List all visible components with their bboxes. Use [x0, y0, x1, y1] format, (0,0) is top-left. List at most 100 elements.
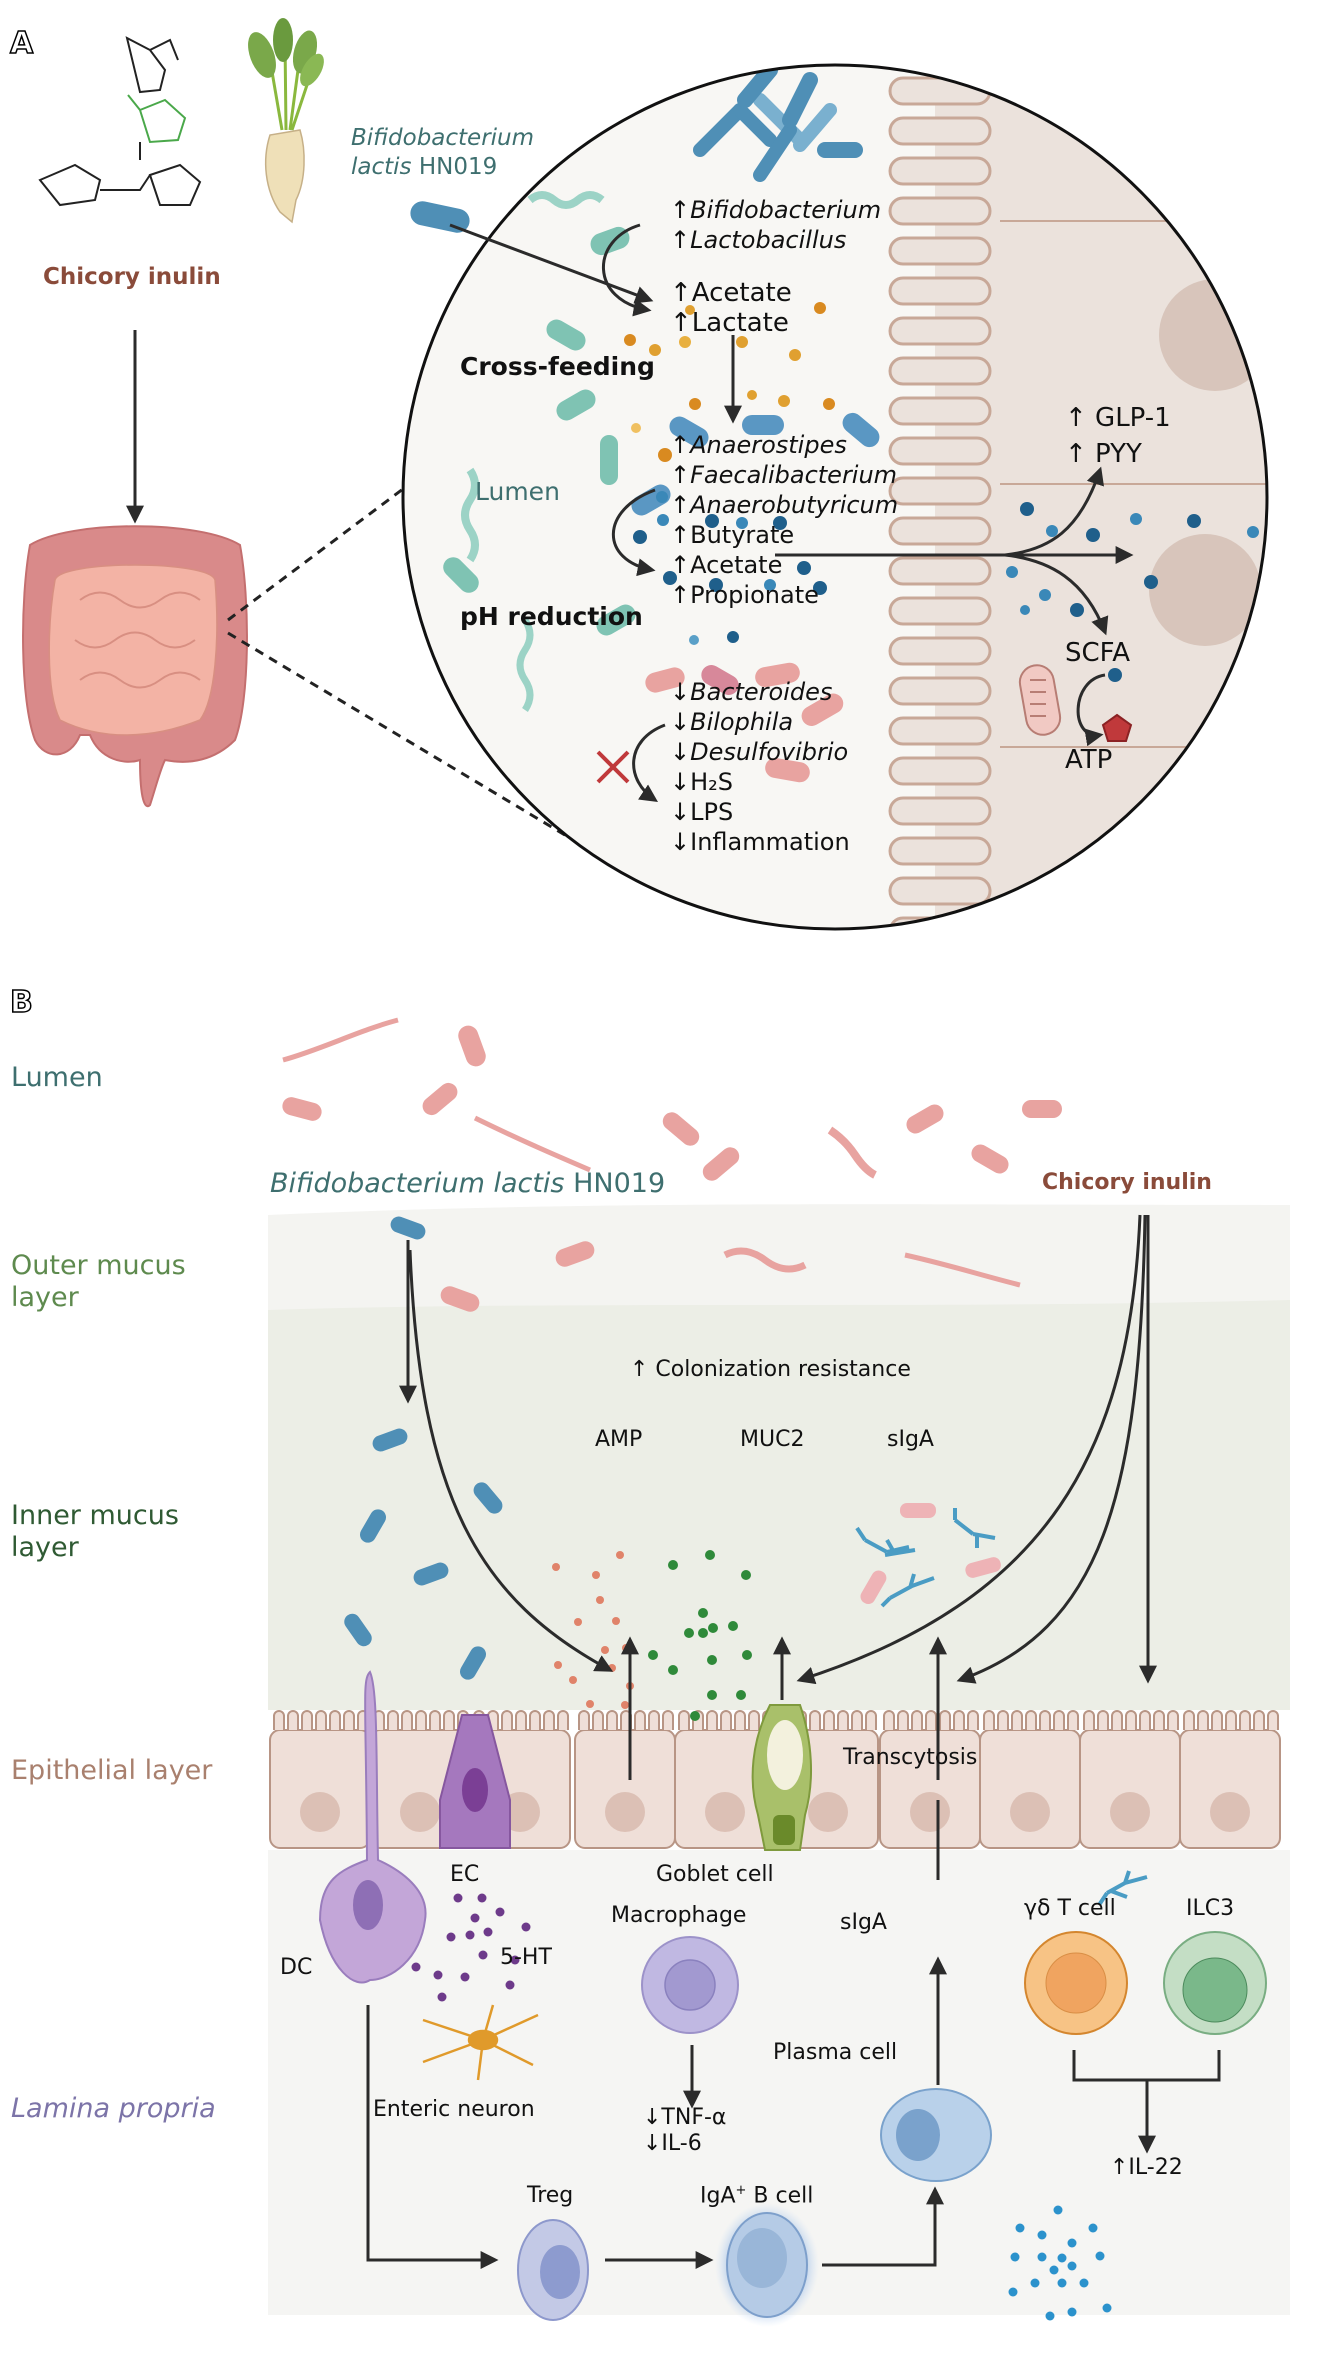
trend-arrow-icon: ↑	[670, 551, 691, 579]
trend-arrow-icon: ↓	[670, 798, 691, 826]
list-item: ↓LPS	[670, 797, 850, 827]
treg-cell-icon	[517, 2219, 589, 2321]
term-label: Acetate	[690, 551, 783, 579]
list-item: ↓H₂S	[670, 767, 850, 797]
term-label: Desulfovibrio	[690, 738, 849, 766]
probiotic-strain-b: HN019	[564, 1168, 666, 1199]
microvillus	[1083, 1710, 1095, 1730]
microvillus	[515, 1710, 527, 1730]
il22-particle	[1037, 2252, 1047, 2262]
villus	[888, 316, 992, 346]
microvillus	[883, 1710, 895, 1730]
serotonin-particle	[453, 1893, 463, 1903]
muc2-particle	[736, 1690, 746, 1700]
il22-particle	[1067, 2238, 1077, 2248]
serotonin-particle	[460, 1972, 470, 1982]
increase-group-2: ↑Acetate↑Lactate	[670, 278, 792, 338]
chicory-root-icon	[248, 18, 324, 224]
trend-arrow-icon: ↓	[670, 678, 691, 706]
list-item: ↓Bilophila	[670, 707, 850, 737]
scfa-label: SCFA	[1065, 638, 1131, 668]
microvillus	[662, 1710, 674, 1730]
term-label: Faecalibacterium	[690, 461, 898, 489]
microvillus	[592, 1710, 604, 1730]
term-label: Bifidobacterium	[690, 196, 882, 224]
microvillus	[678, 1710, 690, 1730]
outer-mucus-line1: Outer mucus	[11, 1250, 186, 1281]
treg-label: Treg	[527, 2183, 574, 2208]
trend-arrow-icon: ↓	[670, 708, 691, 736]
muc2-particle	[684, 1628, 694, 1638]
siga-lp-label: sIgA	[840, 1910, 887, 1935]
microvillus	[429, 1710, 441, 1730]
probiotic-strain: HN019	[411, 154, 498, 180]
villus	[888, 276, 992, 306]
amp-particle	[601, 1646, 609, 1654]
microvillus	[301, 1710, 313, 1730]
microvillus	[315, 1710, 327, 1730]
trend-arrow-icon: ↑	[670, 581, 691, 609]
villus	[888, 476, 992, 506]
amp-particle	[569, 1676, 577, 1684]
panel-a-arrows	[449, 223, 1134, 802]
il22-particle	[1057, 2253, 1067, 2263]
trend-arrow-icon: ↑	[670, 491, 691, 519]
il22-particle	[1045, 2311, 1055, 2321]
serotonin-particle	[505, 1980, 515, 1990]
amp-particle	[621, 1701, 629, 1709]
amp-particle	[552, 1563, 560, 1571]
hormone-list: ↑ GLP-1 ↑ PYY	[1065, 400, 1171, 472]
layer-inner-mucus-label: Inner mucus layer	[11, 1500, 179, 1564]
term-label: Bacteroides	[690, 678, 833, 706]
microvillus	[911, 1710, 923, 1730]
lumen-pathobionts-icons	[282, 1017, 1062, 1312]
serotonin-particle	[433, 1970, 443, 1980]
muc2-particle	[742, 1650, 752, 1660]
probiotic-name-b: Bifidobacterium lactis	[270, 1168, 565, 1199]
inner-mucus-line2: layer	[11, 1532, 79, 1563]
magnified-lumen-circle	[401, 63, 1269, 931]
il22-particle	[1053, 2205, 1063, 2215]
serotonin-particle	[521, 1922, 531, 1932]
intestine-icon	[22, 525, 248, 808]
microvillus	[1125, 1710, 1137, 1730]
tnf-alpha-label: ↓TNF-α	[643, 2105, 727, 2130]
microvillus	[1197, 1710, 1209, 1730]
trend-arrow-icon: ↑	[670, 226, 691, 254]
goblet-cell-label: Goblet cell	[656, 1862, 774, 1887]
panel-b-arrows	[366, 1214, 1221, 2269]
microvillus	[1111, 1710, 1123, 1730]
il22-particle	[1015, 2223, 1025, 2233]
trend-arrow-icon: ↓	[670, 738, 691, 766]
bifidobacterium-cluster-icon	[693, 65, 863, 182]
term-label: Acetate	[691, 278, 792, 308]
il22-label: ↑IL-22	[1110, 2155, 1183, 2180]
term-label: Propionate	[690, 581, 819, 609]
microvillus	[1153, 1710, 1165, 1730]
il22-particle	[1049, 2265, 1059, 2275]
ec-label: EC	[450, 1862, 480, 1887]
serotonin-particles	[411, 1893, 531, 2002]
amp-particle	[616, 1551, 624, 1559]
nucleus	[1010, 1792, 1050, 1832]
trend-arrow-icon: ↑	[670, 308, 692, 338]
serotonin-particle	[470, 1913, 480, 1923]
term-label: LPS	[690, 798, 734, 826]
lumen-label-a: Lumen	[475, 477, 560, 506]
villus	[888, 676, 992, 706]
microvillus	[1025, 1710, 1037, 1730]
villus	[888, 796, 992, 826]
macrophage-label: Macrophage	[611, 1903, 747, 1928]
microvillus	[387, 1710, 399, 1730]
ilc3-label: ILC3	[1186, 1896, 1235, 1921]
list-item: ↑Faecalibacterium	[670, 460, 898, 490]
mitochondrion-icon	[1018, 664, 1062, 736]
microvillus	[578, 1710, 590, 1730]
muc2-label: MUC2	[740, 1427, 805, 1452]
goblet-cell-icon	[751, 1704, 812, 1851]
term-label: H₂S	[690, 768, 734, 796]
microvillus	[1239, 1710, 1251, 1730]
microvillus	[837, 1710, 849, 1730]
microvillus	[273, 1710, 285, 1730]
nucleus	[1210, 1792, 1250, 1832]
